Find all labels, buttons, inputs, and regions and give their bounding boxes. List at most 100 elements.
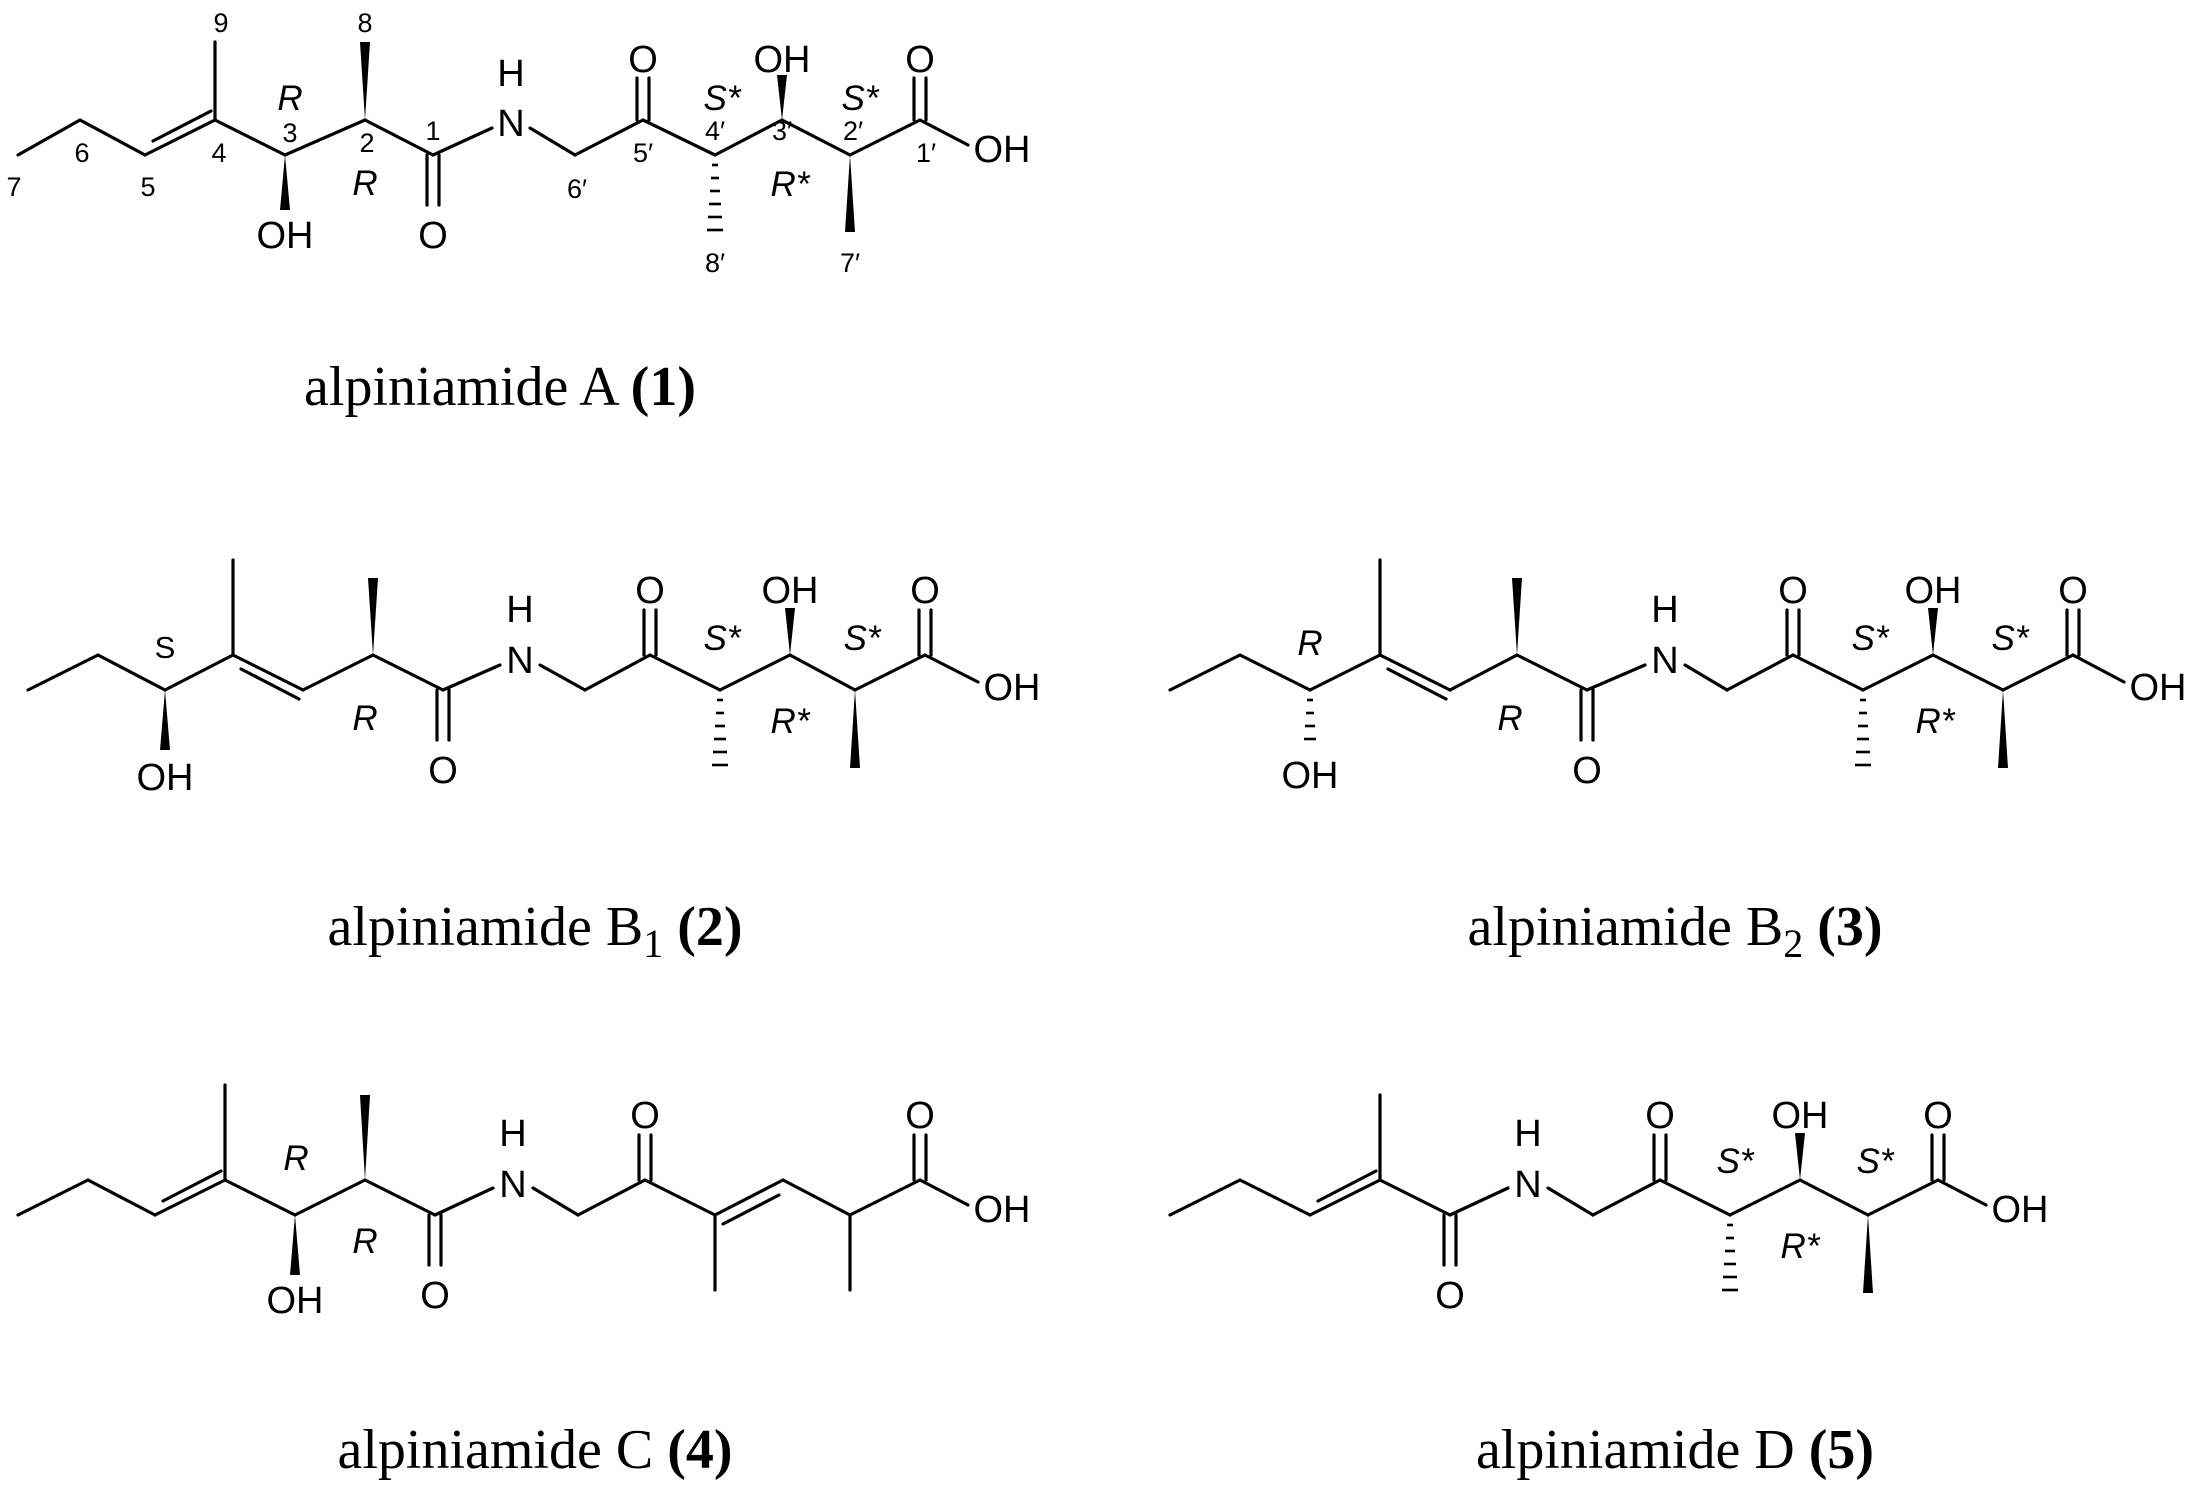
- ketone-oxygen-label: O: [635, 570, 665, 612]
- amide-hydrogen-label: H: [506, 589, 533, 631]
- stereo-descriptor: S*: [844, 619, 882, 658]
- compound-2-hash: [712, 698, 728, 767]
- locant-label: 8: [357, 8, 372, 38]
- amide-nitrogen-label: N: [1514, 1164, 1541, 1206]
- amide-hydrogen-label: H: [1651, 589, 1678, 631]
- locant-label: 3: [282, 118, 297, 148]
- compound-3-atoms: OH N H O O OH O OH: [1282, 570, 2187, 797]
- compound-2-atoms: OH N H O O OH O OH: [137, 570, 1041, 799]
- compound-4-stereo: R R: [283, 1139, 377, 1261]
- acid-hydroxyl-label: OH: [974, 1189, 1031, 1231]
- locant-label: 6: [74, 138, 89, 168]
- stereo-descriptor: R*: [771, 702, 811, 741]
- locant-label: 4: [211, 138, 226, 168]
- compound-4-bonds: [16, 1083, 970, 1292]
- stereo-descriptor: S*: [704, 619, 742, 658]
- stereo-descriptor: R*: [1916, 702, 1956, 741]
- compound-3-structure: OH N H O O OH O OH R R S* R* S* alpiniam…: [1168, 558, 2187, 966]
- locant-label: 6′: [567, 174, 587, 204]
- compound-1-bonds: [16, 40, 970, 232]
- ketone-oxygen-label: O: [628, 39, 658, 81]
- stereo-descriptor: R: [277, 79, 302, 118]
- compound-4-atoms: OH N H O O O OH: [267, 1095, 1031, 1322]
- stereo-descriptor: R*: [771, 165, 811, 204]
- amide-hydrogen-label: H: [499, 1113, 526, 1155]
- stereo-descriptor: R: [352, 699, 377, 738]
- amide-oxygen-label: O: [1435, 1275, 1465, 1317]
- amide-nitrogen-label: N: [499, 1164, 526, 1206]
- amide-oxygen-label: O: [428, 750, 458, 792]
- ketone-oxygen-label: O: [1645, 1095, 1675, 1137]
- locant-label: 1′: [916, 138, 936, 168]
- amide-oxygen-label: O: [420, 1275, 450, 1317]
- compound-3-caption: alpiniamide B2 (3): [1467, 896, 1882, 966]
- locant-label: 9: [213, 8, 228, 38]
- acid-oxygen-label: O: [905, 1095, 935, 1137]
- compound-5-structure: N H O O OH O OH S* R* S* alpiniamide D (…: [1168, 1093, 2049, 1481]
- stereo-descriptor: S*: [842, 79, 880, 118]
- compound-5-hash: [1722, 1223, 1738, 1292]
- acid-oxygen-label: O: [905, 39, 935, 81]
- hydroxyl-label: OH: [1905, 570, 1962, 612]
- stereo-descriptor: R: [1497, 699, 1522, 738]
- acid-oxygen-label: O: [1923, 1095, 1953, 1137]
- amide-nitrogen-label: N: [1651, 640, 1678, 682]
- locant-label: 5: [140, 172, 155, 202]
- stereo-descriptor: R: [283, 1139, 308, 1178]
- stereo-descriptor: R: [1297, 624, 1322, 663]
- acid-hydroxyl-label: OH: [984, 667, 1041, 709]
- compound-5-bonds: [1168, 1093, 1988, 1293]
- compound-4-caption: alpiniamide C (4): [337, 1419, 732, 1481]
- acid-hydroxyl-label: OH: [1992, 1189, 2049, 1231]
- compound-1-caption: alpiniamide A (1): [304, 356, 696, 418]
- stereo-descriptor: R*: [1781, 1227, 1821, 1266]
- compound-1-hash-8prime: [707, 163, 723, 232]
- acid-oxygen-label: O: [2058, 570, 2088, 612]
- locant-label: 5′: [633, 138, 653, 168]
- amide-nitrogen-label: N: [497, 103, 524, 145]
- compound-5-stereo: S* R* S*: [1717, 1142, 1895, 1266]
- acid-hydroxyl-label: OH: [2130, 667, 2187, 709]
- stereo-descriptor: R: [352, 1222, 377, 1261]
- compound-2-structure: OH N H O O OH O OH S R S* R* S* alpiniam…: [26, 558, 1041, 966]
- hydroxyl-label: OH: [1282, 755, 1339, 797]
- locant-label: 3′: [772, 116, 792, 146]
- stereo-descriptor: S: [155, 630, 176, 665]
- compound-1-locants: 9 8 7 6 5 4 3 2 1 6′ 5′ 4′ 3′ 2′ 1′ 8′ 7…: [6, 8, 936, 278]
- ketone-oxygen-label: O: [630, 1095, 660, 1137]
- stereo-descriptor: S*: [1992, 619, 2030, 658]
- hydroxyl-label: OH: [267, 1280, 324, 1322]
- amide-hydrogen-label: H: [1514, 1113, 1541, 1155]
- stereo-descriptor: S*: [1857, 1142, 1895, 1181]
- amide-hydrogen-label: H: [497, 53, 524, 95]
- compound-1-atoms: OH N H O O OH O OH: [257, 39, 1031, 257]
- compound-3-stereo: R R S* R* S*: [1297, 619, 2030, 741]
- amide-nitrogen-label: N: [506, 640, 533, 682]
- hydroxyl-label: OH: [1772, 1095, 1829, 1137]
- locant-label: 8′: [705, 248, 725, 278]
- compound-3-hash-oh: [1304, 698, 1316, 741]
- hydroxyl-label: OH: [762, 570, 819, 612]
- stereo-descriptor: S*: [1717, 1142, 1755, 1181]
- compound-2-stereo: S R S* R* S*: [155, 619, 882, 741]
- stereo-descriptor: S*: [1852, 619, 1890, 658]
- stereo-descriptor: R: [352, 164, 377, 203]
- compound-3-hash: [1855, 698, 1871, 767]
- compound-5-atoms: N H O O OH O OH: [1435, 1095, 2048, 1317]
- locant-label: 2: [359, 128, 374, 158]
- compound-1-structure: OH N H O O OH O OH 9 8 7 6 5 4 3 2 1 6′ …: [6, 8, 1030, 418]
- stereo-descriptor: S*: [704, 79, 742, 118]
- compound-5-caption: alpiniamide D (5): [1476, 1419, 1874, 1481]
- locant-label: 1: [425, 116, 440, 146]
- locant-label: 2′: [843, 116, 863, 146]
- hydroxyl-label: OH: [257, 215, 314, 257]
- locant-label: 7′: [840, 248, 860, 278]
- hydroxyl-label: OH: [137, 757, 194, 799]
- compound-2-bonds: [26, 558, 980, 768]
- amide-oxygen-label: O: [1572, 750, 1602, 792]
- compound-1-stereo: R R S* R* S*: [277, 79, 880, 204]
- compound-3-bonds: [1168, 558, 2126, 768]
- ketone-oxygen-label: O: [1778, 570, 1808, 612]
- acid-oxygen-label: O: [910, 570, 940, 612]
